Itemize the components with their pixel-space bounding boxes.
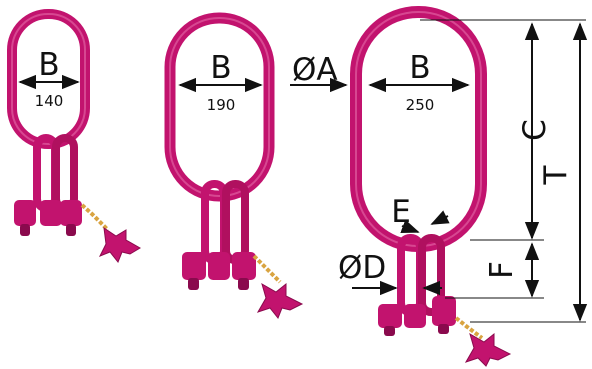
safety-chain (454, 316, 484, 340)
label-c: C (517, 119, 553, 141)
label-f: F (484, 261, 520, 279)
connector-hardware (378, 296, 456, 336)
label-width-value: 190 (207, 96, 236, 114)
assembly-medium: B 190 (164, 12, 304, 319)
master-link-large (350, 6, 487, 252)
safety-chain (80, 203, 110, 232)
connector-hardware (182, 252, 256, 290)
safety-chain (252, 254, 282, 284)
label-t: T (538, 164, 574, 185)
id-tag (464, 332, 512, 367)
connector-hardware (14, 200, 82, 236)
label-diameter-d: ØD (338, 250, 386, 286)
label-width-value: 250 (406, 96, 435, 114)
assembly-small: B 140 (7, 9, 141, 263)
label-b: B (38, 47, 59, 83)
label-diameter-a: ØA (292, 52, 338, 88)
intermediate-link (52, 134, 78, 212)
label-e: E (391, 194, 411, 230)
intermediate-link (418, 234, 445, 316)
id-tag (98, 226, 141, 263)
assembly-large: B 250 ØA C T F E ØD (290, 6, 588, 367)
label-b: B (210, 50, 231, 86)
id-tag (256, 282, 304, 319)
label-width-value: 140 (35, 92, 64, 110)
label-b: B (409, 50, 430, 86)
